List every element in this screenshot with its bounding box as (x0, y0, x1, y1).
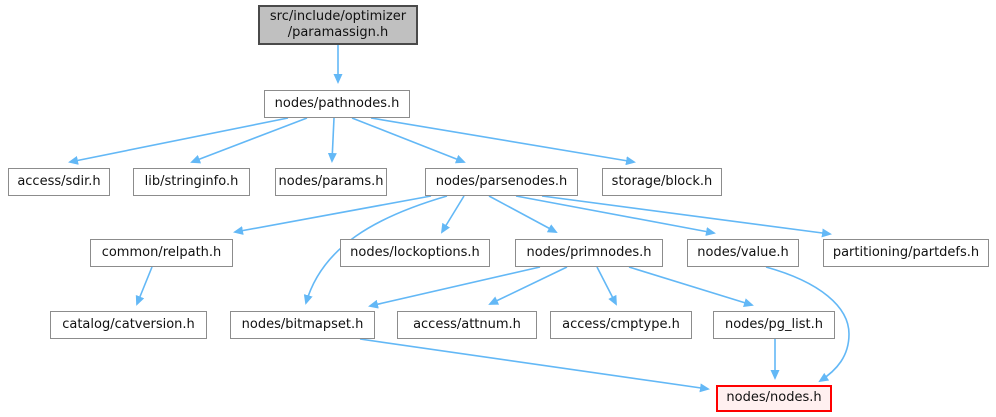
graph-node-parsenodes[interactable]: nodes/parsenodes.h (425, 168, 578, 196)
graph-node-catversion[interactable]: catalog/catversion.h (50, 311, 207, 339)
edge-parsenodes-to-partdefs (541, 195, 832, 238)
edge-pathnodes-to-parsenodes (351, 117, 466, 164)
edge-parsenodes-to-primnodes (488, 195, 558, 233)
edge-parsenodes-to-value (515, 195, 716, 236)
graph-node-stringinfo[interactable]: lib/stringinfo.h (133, 168, 250, 196)
edge-bitmapset-to-nodes (359, 338, 710, 393)
graph-node-pathnodes[interactable]: nodes/pathnodes.h (264, 90, 410, 118)
graph-node-pg_list[interactable]: nodes/pg_list.h (713, 311, 835, 339)
graph-node-lockoptions[interactable]: nodes/lockoptions.h (340, 239, 490, 267)
graph-node-paramassign: src/include/optimizer /paramassign.h (258, 5, 418, 45)
graph-node-attnum[interactable]: access/attnum.h (397, 311, 537, 339)
graph-node-cmptype[interactable]: access/cmptype.h (550, 311, 692, 339)
edge-parsenodes-to-relpath (233, 195, 432, 235)
edge-primnodes-to-pg_list (628, 266, 754, 307)
graph-node-relpath[interactable]: common/relpath.h (90, 239, 233, 267)
edge-pathnodes-to-sdir (68, 117, 289, 165)
edge-pathnodes-to-block (370, 117, 636, 166)
edge-primnodes-to-bitmapset (368, 266, 541, 309)
graph-node-partdefs[interactable]: partitioning/partdefs.h (823, 239, 989, 267)
graph-node-value[interactable]: nodes/value.h (687, 239, 799, 267)
graph-node-sdir[interactable]: access/sdir.h (8, 168, 110, 196)
edge-parsenodes-to-lockoptions (440, 195, 465, 234)
graph-node-block[interactable]: storage/block.h (602, 168, 722, 196)
edge-relpath-to-catversion (135, 266, 153, 306)
graph-node-params[interactable]: nodes/params.h (275, 168, 387, 196)
graph-node-primnodes[interactable]: nodes/primnodes.h (515, 239, 663, 267)
edge-pathnodes-to-stringinfo (190, 117, 308, 164)
edge-pathnodes-to-params (327, 117, 337, 163)
edge-primnodes-to-cmptype (596, 266, 617, 306)
graph-node-bitmapset[interactable]: nodes/bitmapset.h (230, 311, 375, 339)
graph-node-nodes[interactable]: nodes/nodes.h (716, 385, 832, 412)
edge-primnodes-to-attnum (488, 266, 568, 305)
